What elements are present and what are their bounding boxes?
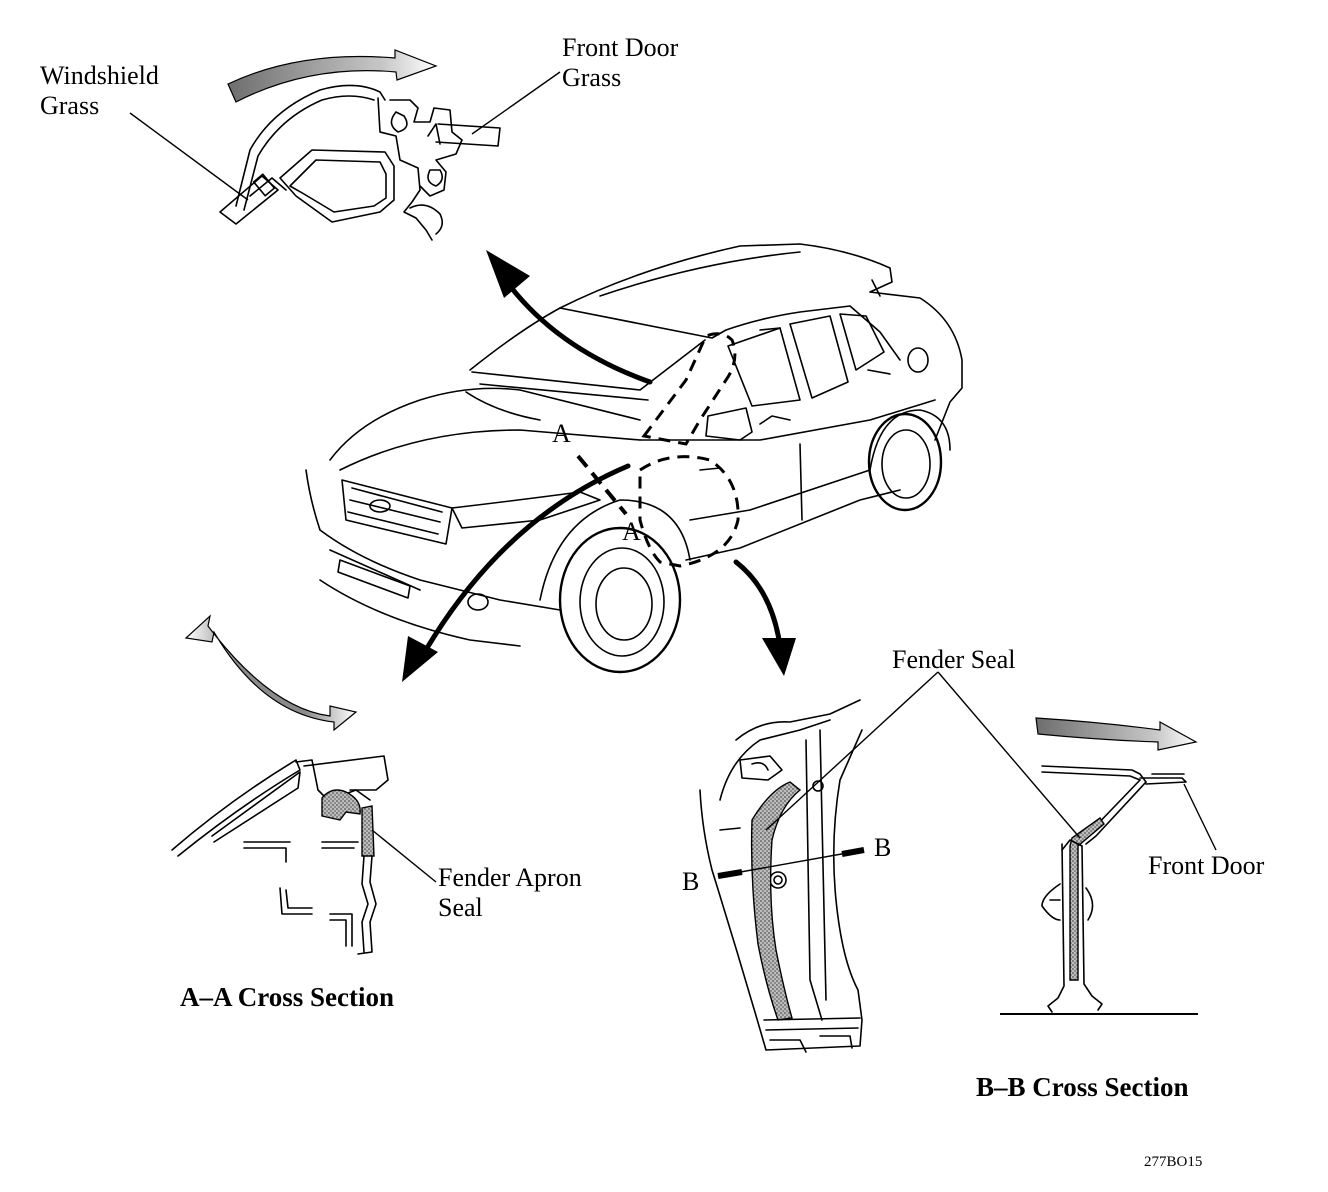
label-windshield-grass-1: Windshield (40, 61, 159, 90)
curved-arrow-icon (507, 283, 653, 385)
callout-arrows (402, 250, 796, 682)
cut-label-b-right: B (874, 833, 891, 862)
fender-apron-seal (321, 789, 361, 821)
vehicle-illustration: A A (305, 243, 963, 674)
label-front-door: Front Door (1148, 851, 1265, 880)
aa-cut-line (576, 454, 628, 516)
labels: Windshield Grass Front Door Grass Fender… (40, 33, 1265, 1170)
label-windshield-grass-2: Grass (40, 91, 99, 120)
flow-arrow-icon (1035, 717, 1198, 751)
label-fender-seal: Fender Seal (892, 645, 1015, 674)
fender-seal-section (1069, 817, 1105, 981)
bb-location-detail: B B (682, 699, 891, 1053)
pillar-highlight-region (641, 332, 737, 446)
label-fender-apron-seal-1: Fender Apron (438, 863, 582, 892)
figure-code: 277BO15 (1144, 1154, 1202, 1170)
cut-label-a-lower: A (622, 517, 641, 546)
flow-arrow-icon (227, 49, 438, 103)
flow-arrow-icon (184, 614, 358, 732)
fender-highlight-region (638, 455, 740, 568)
bb-cut-line (717, 849, 865, 877)
title-aa-cross-section: A–A Cross Section (180, 982, 394, 1012)
label-fender-apron-seal-2: Seal (438, 893, 483, 922)
title-bb-cross-section: B–B Cross Section (976, 1072, 1189, 1102)
label-front-door-grass-2: Grass (562, 63, 621, 92)
label-front-door-grass-1: Front Door (562, 33, 679, 62)
cut-label-a-upper: A (552, 419, 571, 448)
aa-cross-section (171, 614, 437, 955)
bb-cross-section (765, 671, 1217, 1015)
curved-arrow-icon (417, 463, 631, 663)
fender-seal-strip (750, 781, 802, 1021)
upper-pillar-detail (129, 49, 561, 241)
curved-arrow-icon (733, 559, 783, 649)
cut-label-b-left: B (682, 867, 699, 896)
